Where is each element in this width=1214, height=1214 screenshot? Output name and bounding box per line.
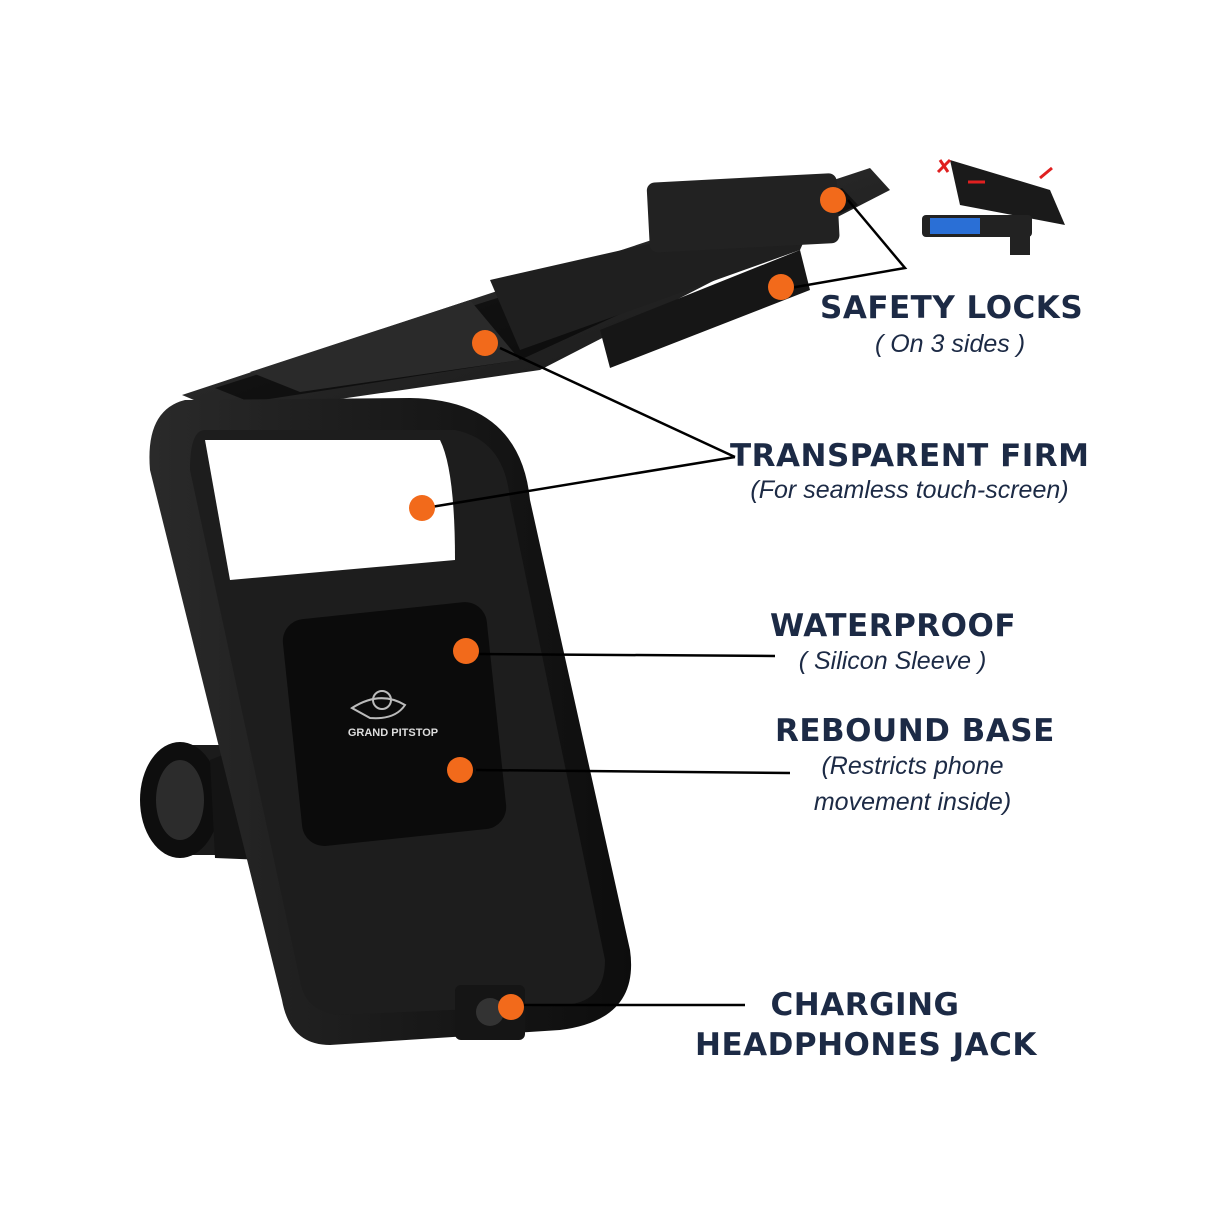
rebound-base-subtitle-line1: (Restricts phone — [821, 752, 1004, 780]
holder-lid — [182, 168, 890, 415]
waterproof-subtitle: ( Silicon Sleeve ) — [798, 647, 987, 675]
transparent-firm-line-b — [424, 455, 736, 510]
waterproof-line — [477, 652, 776, 658]
transparent-firm-line-a — [499, 346, 736, 459]
callout-markers — [409, 187, 846, 1020]
inset-product-thumbnail — [922, 158, 1065, 255]
safety-locks-title: SAFETY LOCKS — [820, 290, 1084, 326]
holder-body — [149, 398, 632, 1045]
brand-logo-text: GRAND PITSTOP — [347, 727, 439, 739]
charging-title-line1: CHARGING — [770, 987, 960, 1023]
brand-logo-icon — [350, 690, 407, 720]
safety-locks-subtitle: ( On 3 sides ) — [874, 330, 1026, 358]
marker-dot — [409, 495, 435, 521]
rebound-base-title: REBOUND BASE — [775, 713, 1055, 749]
waterproof-title: WATERPROOF — [770, 608, 1017, 644]
marker-dot — [453, 638, 479, 664]
marker-dot — [768, 274, 794, 300]
marker-dot — [447, 757, 473, 783]
charging-title-line2: HEADPHONES JACK — [695, 1027, 1037, 1063]
marker-dot — [820, 187, 846, 213]
marker-dot — [472, 330, 498, 356]
rebound-base-subtitle-line2: movement inside) — [813, 788, 1012, 816]
transparent-firm-subtitle: (For seamless touch-screen) — [750, 476, 1069, 504]
transparent-firm-title: TRANSPARENT FIRM — [730, 438, 1090, 474]
callout-lines — [424, 199, 908, 1007]
safety-locks-line-a — [789, 199, 908, 290]
marker-dot — [498, 994, 524, 1020]
rebound-line — [475, 768, 791, 775]
